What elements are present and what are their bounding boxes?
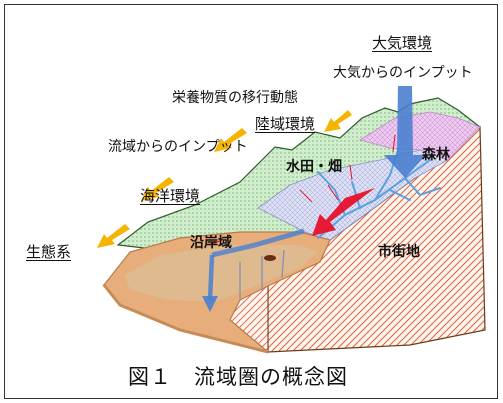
sea-front-edge — [102, 284, 269, 354]
basin-input-label: 流域からのインプット — [108, 139, 248, 155]
settling-arrows — [239, 249, 285, 300]
coastal-down-arrow — [207, 254, 215, 301]
coastal-flow-arrow — [211, 228, 305, 258]
input-arrow-1 — [324, 110, 352, 132]
urban-label: 市街地 — [378, 244, 420, 260]
atmosphere-label: 大気環境 — [372, 34, 433, 52]
atmos-input-arrow — [384, 86, 426, 178]
land-label: 陸域環境 — [255, 115, 316, 133]
sediment-spot — [264, 255, 276, 261]
input-arrow-3 — [141, 177, 174, 201]
input-arrow-4 — [97, 224, 130, 248]
coastal-label: 沿岸域 — [190, 235, 232, 251]
nutrient-migration-label: 栄養物質の移行動態 — [172, 90, 298, 106]
input-arrows — [97, 110, 352, 248]
small-red-arrows — [209, 134, 396, 246]
input-arrow-2 — [214, 128, 247, 152]
forest-label: 森林 — [422, 147, 450, 163]
paddy-field-label: 水田・畑 — [286, 159, 342, 175]
ecosystem-label: 生態系 — [26, 243, 72, 261]
figure-caption: 図１ 流域圏の概念図 — [128, 365, 348, 389]
atmosphere-input-label: 大気からのインプット — [333, 65, 473, 81]
red-flow-arrow — [312, 188, 375, 236]
marine-label: 海洋環境 — [140, 187, 201, 205]
